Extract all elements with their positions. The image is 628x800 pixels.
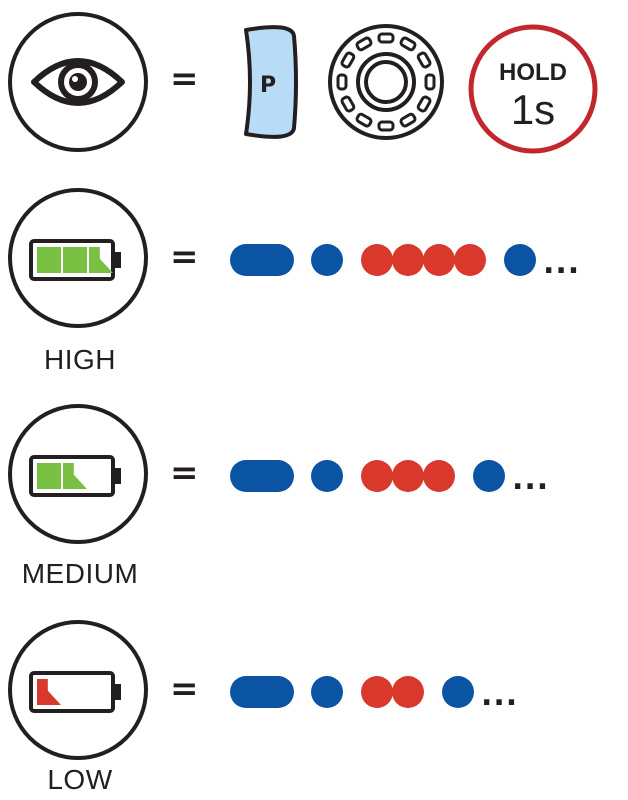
battery-level-label: LOW (47, 764, 113, 795)
dial-grip (424, 73, 436, 91)
led-blue-long (230, 460, 294, 492)
equals-sign: = (170, 59, 199, 99)
dial-grip (416, 51, 432, 69)
dial-grip (355, 112, 373, 128)
led-blue (504, 244, 536, 276)
p-button-icon: P (244, 25, 298, 139)
dial-grip (416, 95, 432, 113)
led-red (361, 244, 393, 276)
led-red (454, 244, 486, 276)
dial-grip (399, 36, 417, 52)
led-blue-long (230, 244, 294, 276)
equals-sign: = (170, 669, 199, 709)
ellipsis: ... (543, 246, 581, 281)
dial-grip (355, 36, 373, 52)
led-red (361, 460, 393, 492)
dial-grip (340, 95, 356, 113)
battery-level-label: HIGH (44, 344, 116, 375)
hold-badge-icon: HOLD 1s (468, 24, 598, 154)
led-red (361, 676, 393, 708)
led-red (392, 676, 424, 708)
led-red (423, 244, 455, 276)
led-red (392, 244, 424, 276)
led-red (423, 460, 455, 492)
battery-medium-icon (29, 455, 121, 497)
eye-icon (31, 58, 125, 106)
dial-grip (340, 51, 356, 69)
equals-sign: = (170, 453, 199, 493)
led-blue (311, 460, 343, 492)
led-blue (473, 460, 505, 492)
battery-high-icon (29, 239, 121, 281)
ellipsis: ... (512, 462, 550, 497)
led-blue (442, 676, 474, 708)
dial-grip (377, 32, 395, 44)
ellipsis: ... (481, 678, 519, 713)
p-button-label: P (260, 73, 276, 98)
led-blue (311, 244, 343, 276)
battery-low-icon (29, 671, 121, 713)
dial-grip (399, 112, 417, 128)
dial-grip (336, 73, 348, 91)
led-blue-long (230, 676, 294, 708)
dial-grip (377, 120, 395, 132)
led-blue (311, 676, 343, 708)
jog-dial-icon (328, 24, 444, 140)
equals-sign: = (170, 237, 199, 277)
battery-level-label: MEDIUM (21, 558, 139, 589)
hold-text: HOLD (499, 59, 567, 86)
led-red (392, 460, 424, 492)
hold-duration: 1s (511, 86, 555, 133)
